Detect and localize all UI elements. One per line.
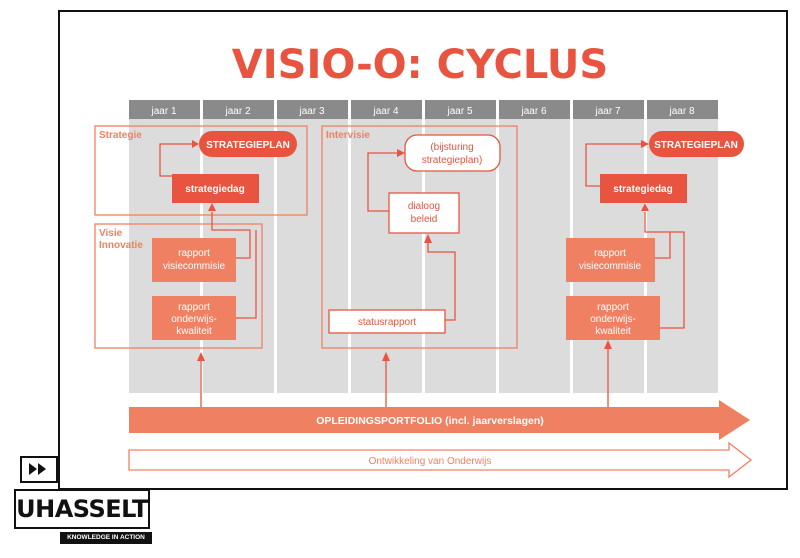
portfolio-label: OPLEIDINGSPORTFOLIO (incl. jaarverslagen… (316, 415, 544, 427)
rapport-visiecommisie-box-1: rapport visiecommisie (152, 238, 236, 282)
connectors-left (159, 140, 257, 408)
year-label-8: jaar 8 (668, 106, 694, 117)
svg-text:onderwijs-: onderwijs- (590, 314, 636, 325)
strategiedag-box-1: strategiedag (172, 174, 259, 203)
visie-innovatie-group (94, 223, 263, 349)
svg-text:strategiedag: strategiedag (613, 184, 672, 195)
svg-text:rapport: rapport (178, 248, 210, 259)
strategieplan-box-2: STRATEGIEPLAN (649, 131, 744, 157)
svg-text:strategiedag: strategiedag (185, 184, 244, 195)
year-label-6: jaar 6 (520, 106, 546, 117)
dialoog-beleid-box: dialoog beleid (388, 192, 460, 234)
ontwikkeling-label: Ontwikkeling van Onderwijs (369, 456, 492, 467)
rapport-onderwijskwaliteit-box-2: rapport onderwijs- kwaliteit (566, 296, 660, 340)
ontwikkeling-arrow: Ontwikkeling van Onderwijs (128, 441, 753, 479)
svg-text:visiecommisie: visiecommisie (579, 261, 642, 272)
svg-text:kwaliteit: kwaliteit (595, 326, 631, 337)
rapport-visiecommisie-box-2: rapport visiecommisie (566, 238, 655, 282)
page-title: VISIO-O: CYCLUS (232, 42, 608, 88)
svg-text:strategieplan): strategieplan) (422, 155, 483, 166)
intervisie-label: Intervisie (326, 130, 370, 141)
year-label-4: jaar 4 (372, 106, 398, 117)
year-label-7: jaar 7 (594, 106, 620, 117)
svg-text:rapport: rapport (597, 302, 629, 313)
year-label-2: jaar 2 (224, 106, 250, 117)
portfolio-arrow: OPLEIDINGSPORTFOLIO (incl. jaarverslagen… (129, 400, 750, 440)
svg-text:STRATEGIEPLAN: STRATEGIEPLAN (206, 140, 290, 151)
svg-text:visiecommisie: visiecommisie (163, 261, 226, 272)
svg-text:(bijsturing: (bijsturing (430, 142, 473, 153)
strategieplan-box-1: STRATEGIEPLAN (199, 131, 297, 157)
svg-text:STRATEGIEPLAN: STRATEGIEPLAN (654, 140, 738, 151)
strategie-label: Strategie (99, 130, 142, 141)
statusrapport-box: statusrapport (328, 309, 446, 334)
logo-name: UHASSELT (16, 495, 148, 523)
year-label-3: jaar 3 (298, 106, 324, 117)
svg-text:onderwijs-: onderwijs- (171, 314, 217, 325)
svg-text:statusrapport: statusrapport (358, 317, 417, 328)
logo-tagline: KNOWLEDGE IN ACTION (60, 532, 152, 544)
bijsturing-box: (bijsturing strategieplan) (404, 134, 501, 172)
rapport-onderwijskwaliteit-box-1: rapport onderwijs- kwaliteit (152, 296, 236, 340)
svg-text:rapport: rapport (178, 302, 210, 313)
connectors-middle (367, 149, 456, 408)
innovatie-label: Innovatie (99, 240, 143, 251)
year-label-5: jaar 5 (446, 106, 472, 117)
column-jaar-6 (499, 100, 570, 393)
svg-text:dialoog: dialoog (408, 201, 440, 212)
svg-text:rapport: rapport (594, 248, 626, 259)
year-label-1: jaar 1 (150, 106, 176, 117)
svg-text:beleid: beleid (411, 214, 438, 225)
intervisie-group (321, 125, 518, 349)
svg-text:kwaliteit: kwaliteit (176, 326, 212, 337)
logo-box (14, 489, 150, 529)
visie-label: Visie (99, 228, 123, 239)
fast-forward-icon (29, 463, 46, 475)
strategiedag-box-2: strategiedag (600, 174, 687, 203)
group-outlines (94, 125, 518, 349)
strategie-group (94, 125, 308, 216)
connectors-right (585, 140, 685, 408)
